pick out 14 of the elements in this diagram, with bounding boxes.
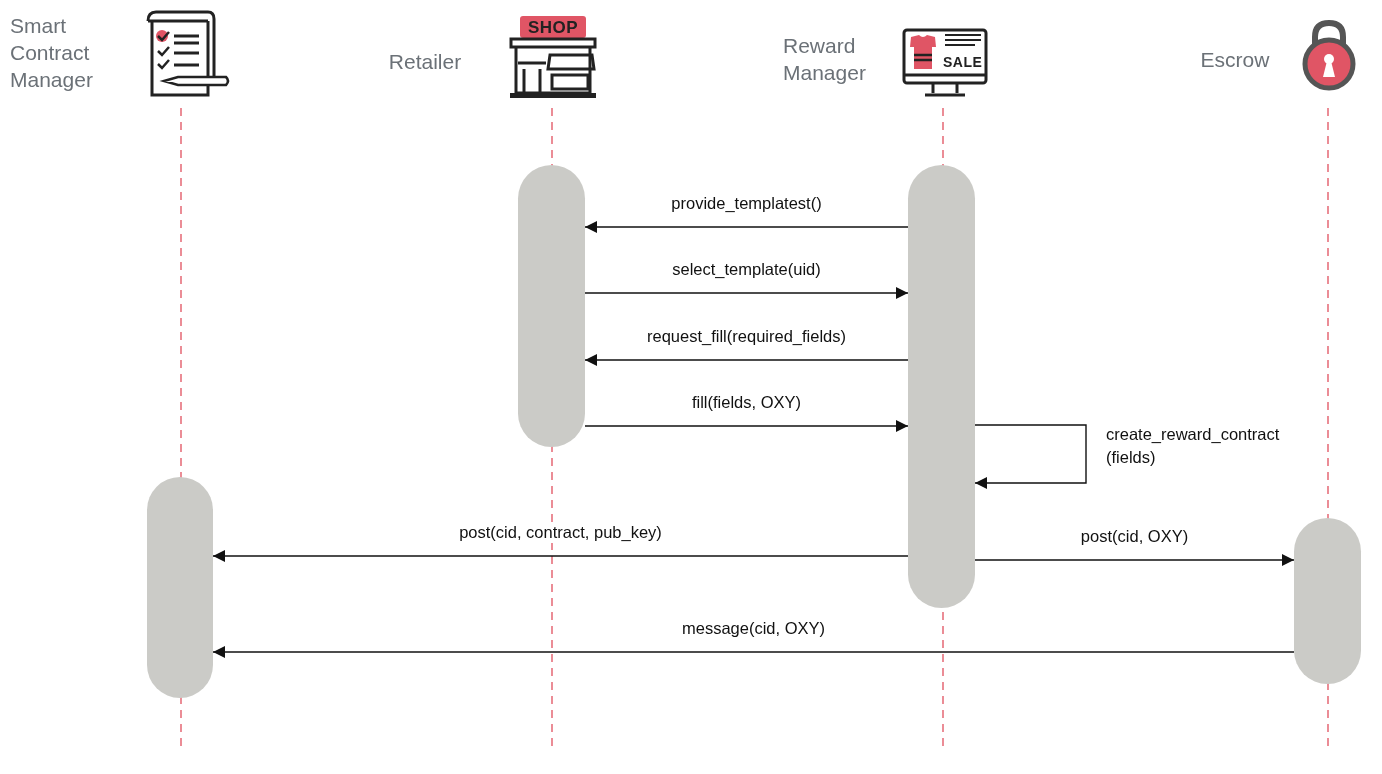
sign-text: SALE (943, 55, 983, 69)
message-arrow (974, 424, 1087, 489)
participant-name: Reward Manager (783, 32, 883, 86)
message-arrow (584, 420, 909, 432)
message-arrow (974, 554, 1295, 566)
participant-name: Escrow (1180, 46, 1290, 73)
sign-text: SHOP (528, 19, 579, 36)
message-arrow (584, 354, 909, 366)
message-arrow (212, 646, 1295, 658)
participant-name: Retailer (370, 48, 480, 75)
participant-name: Smart Contract Manager (10, 12, 120, 93)
message-arrow (212, 550, 909, 562)
message-arrow (584, 221, 909, 233)
message-arrow (584, 287, 909, 299)
